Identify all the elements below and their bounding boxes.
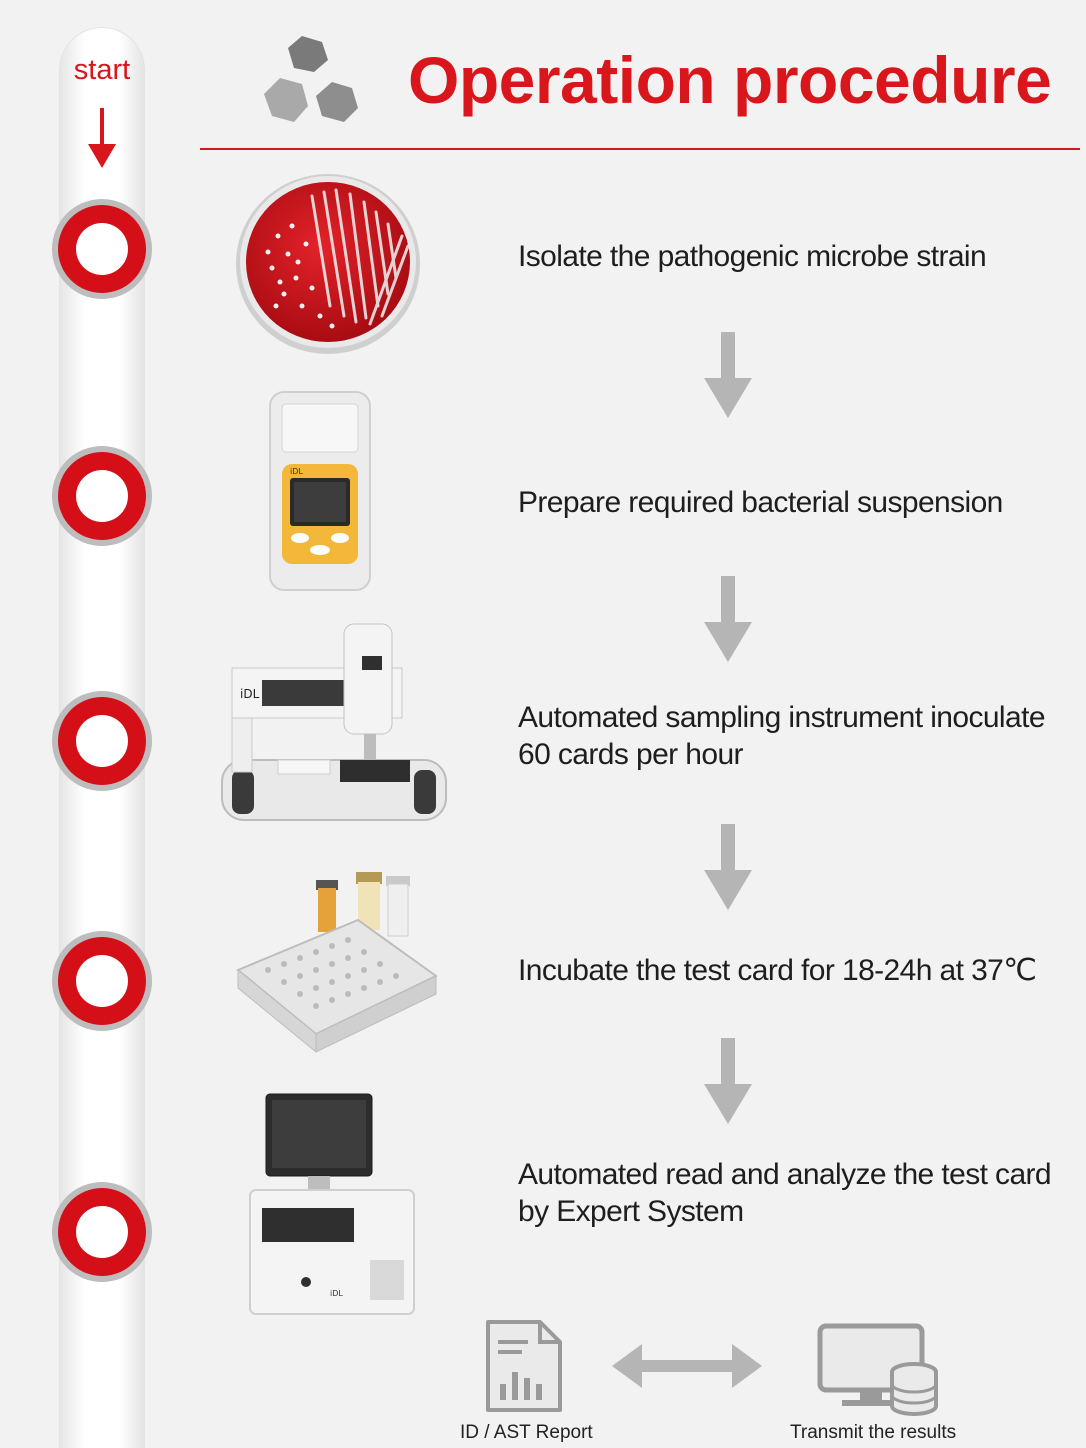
petri-dish-image [236, 174, 420, 354]
step-2-text: Prepare required bacterial suspension [518, 486, 1003, 519]
computer-database-icon [817, 1323, 938, 1416]
step-marker-4 [52, 931, 152, 1031]
title-divider [200, 148, 1080, 150]
double-arrow-icon [612, 1344, 762, 1388]
step-marker-1 [52, 199, 152, 299]
step-3-text: Automated sampling instrument inoculate … [518, 701, 1046, 771]
turbidimeter-image: iDL [269, 391, 371, 591]
step-5-text: Automated read and analyze the test card… [518, 1158, 1052, 1228]
svg-text:iDL: iDL [330, 1289, 343, 1298]
svg-text:iDL: iDL [290, 467, 303, 476]
page-title: Operation procedure [408, 43, 1052, 117]
report-document-icon [486, 1320, 562, 1412]
transmit-label: Transmit the results [790, 1422, 957, 1443]
step-marker-3 [52, 691, 152, 791]
analyzer-image: iDL [249, 1093, 415, 1315]
arrow-down-icon [704, 1038, 752, 1124]
arrow-down-icon [704, 824, 752, 910]
sampling-instrument-image: iDL [221, 623, 447, 821]
test-card-plate-image [236, 872, 438, 1054]
start-label: start [73, 54, 131, 86]
arrow-down-icon [704, 332, 752, 418]
step-marker-2 [52, 446, 152, 546]
svg-text:iDL: iDL [240, 687, 260, 701]
step-marker-5 [52, 1182, 152, 1282]
step-1-text: Isolate the pathogenic microbe strain [518, 240, 987, 273]
arrow-down-icon [704, 576, 752, 662]
start-arrow-icon [88, 108, 116, 168]
step-4-text: Incubate the test card for 18-24h at 37℃ [518, 954, 1037, 987]
hexagon-cluster-icon [264, 36, 358, 122]
report-label: ID / AST Report [460, 1422, 593, 1443]
